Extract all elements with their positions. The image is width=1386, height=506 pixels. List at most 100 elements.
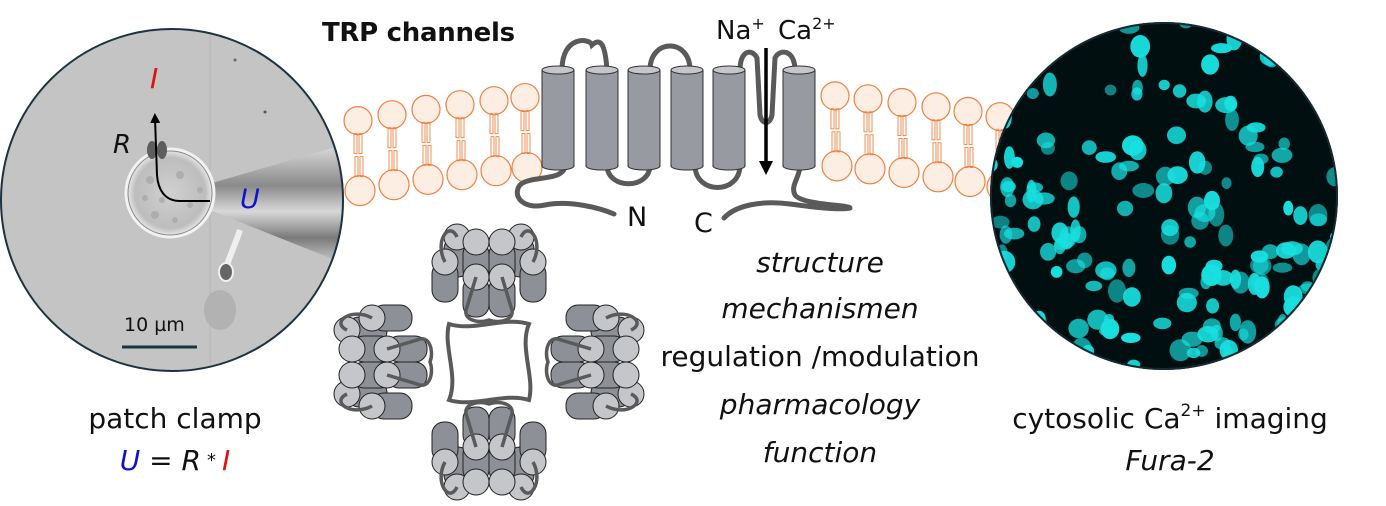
fluorescent-cell (1161, 219, 1179, 237)
fluorescent-cell (1239, 320, 1257, 344)
lipid (445, 90, 478, 191)
fluorescent-cell (1058, 232, 1075, 249)
fluorescent-cell (996, 73, 1015, 96)
fluorescent-cell (990, 91, 1002, 103)
eq-current: I (221, 444, 231, 477)
lipid (853, 84, 886, 185)
fluorescent-cell (1066, 259, 1086, 274)
fluorescent-cell (1238, 125, 1258, 146)
lipid-bilayer (343, 81, 1018, 207)
fluorescent-cell (1326, 167, 1338, 187)
current-label: I (150, 62, 159, 95)
fluorescent-cell (1081, 140, 1097, 155)
dye-label: Fura-2 (1125, 444, 1215, 477)
lipid (411, 94, 444, 195)
trp-tetramer-topview (333, 223, 645, 501)
fluorescent-cell (1250, 250, 1269, 263)
fluorescent-cell (1213, 270, 1234, 286)
fluorescent-cell (1048, 22, 1069, 38)
patch-clamp-caption: patch clamp (88, 402, 262, 435)
channel-subunit (431, 223, 547, 324)
fluorescent-cell (1108, 279, 1126, 303)
ion-charge: 2+ (812, 14, 836, 33)
fluorescent-cell (1250, 272, 1269, 292)
fluorescent-cell (1161, 255, 1177, 275)
fluorescent-cell (1095, 261, 1117, 280)
diagram-title: TRP channels (322, 18, 515, 48)
fluorescent-cell (1266, 349, 1279, 370)
fluorescent-cell (1027, 182, 1043, 193)
fluorescent-cell (1051, 24, 1068, 37)
fluorescent-cell (1060, 171, 1078, 191)
fluorescent-cell (1299, 28, 1315, 49)
fluorescent-cell (1085, 280, 1103, 292)
lipid (343, 106, 376, 207)
fluorescent-cell (1000, 177, 1015, 198)
fluorescent-cell (1003, 227, 1025, 240)
fluorescent-cell (1040, 141, 1055, 155)
fluorescent-cell (1271, 147, 1293, 163)
n-terminus-label: N (627, 202, 648, 233)
loop-s2-s3 (604, 162, 653, 187)
fluorescent-cell (1033, 192, 1055, 205)
n-terminus-tail (514, 162, 617, 217)
fluorescent-cell (1252, 344, 1268, 358)
fluorescent-cell (1121, 332, 1141, 343)
imaging-caption-suffix: imaging (1205, 402, 1328, 435)
topic-structure: structure (756, 246, 884, 279)
fluorescent-cell (1169, 339, 1192, 362)
fluorescent-cell (1155, 166, 1175, 186)
loop-s1-s2 (559, 38, 610, 73)
fluorescent-cell (1274, 317, 1291, 333)
fluorescent-cell (1229, 313, 1241, 332)
eq-voltage: U (119, 444, 141, 477)
fluorescent-cell (1187, 196, 1206, 219)
fluorescent-cell (1250, 347, 1269, 366)
fluorescent-cell (1229, 269, 1242, 289)
transmembrane-helix-s3 (627, 65, 661, 171)
c-terminus-tail (721, 162, 853, 221)
lipid (820, 81, 853, 182)
transmembrane-helix-s6 (782, 65, 816, 171)
fluorescent-cell (1172, 84, 1187, 98)
ion-charge: + (751, 14, 765, 33)
channel-subunit (544, 304, 645, 420)
transmembrane-helix-s2 (585, 65, 619, 171)
fluorescent-cell (1010, 22, 1023, 31)
ion-symbol: Ca (778, 16, 813, 46)
voltage-label: U (240, 184, 260, 215)
fluorescent-cell (1131, 87, 1143, 101)
fluorescent-cell (1153, 317, 1172, 330)
lipid (887, 87, 920, 189)
fluorescent-cell (1312, 66, 1327, 85)
fluorescent-cell (1004, 194, 1017, 208)
fluorescent-cell (1272, 262, 1293, 273)
fluorescent-cell (1119, 160, 1139, 172)
fluorescent-cell (1211, 43, 1233, 54)
fluorescent-cell (1167, 126, 1186, 145)
fluorescent-cell (1305, 330, 1316, 352)
fluorescent-cell (1072, 226, 1087, 244)
fluorescent-cell (1309, 213, 1328, 227)
ohm-equation: U = R*I (40, 444, 310, 477)
fluorescent-cell (1326, 356, 1338, 370)
trp-channel-topology (514, 38, 853, 221)
fluorescent-cell (1186, 93, 1207, 109)
topic-mechanisms: mechanismen (721, 292, 919, 325)
fluorescent-cell (1137, 54, 1148, 77)
fluorescent-cell (1200, 275, 1212, 290)
c-terminus-label: C (694, 208, 713, 239)
fluorescent-cell (1158, 79, 1170, 91)
fluorescent-cell (1026, 88, 1039, 99)
transmembrane-helix-s5 (712, 65, 746, 171)
fluorescent-cell (1027, 331, 1049, 354)
imaging-caption: cytosolic Ca2+ imaging (990, 401, 1350, 435)
fluorescent-cell (1117, 200, 1134, 217)
fluorescent-cell (1270, 166, 1283, 178)
fluorescent-cell (1305, 22, 1324, 33)
ion-calcium: Ca2+ (778, 14, 836, 46)
eq-multiply: * (206, 450, 216, 471)
fluorescent-cell (1027, 216, 1041, 232)
loop-s3-s4 (647, 43, 693, 73)
